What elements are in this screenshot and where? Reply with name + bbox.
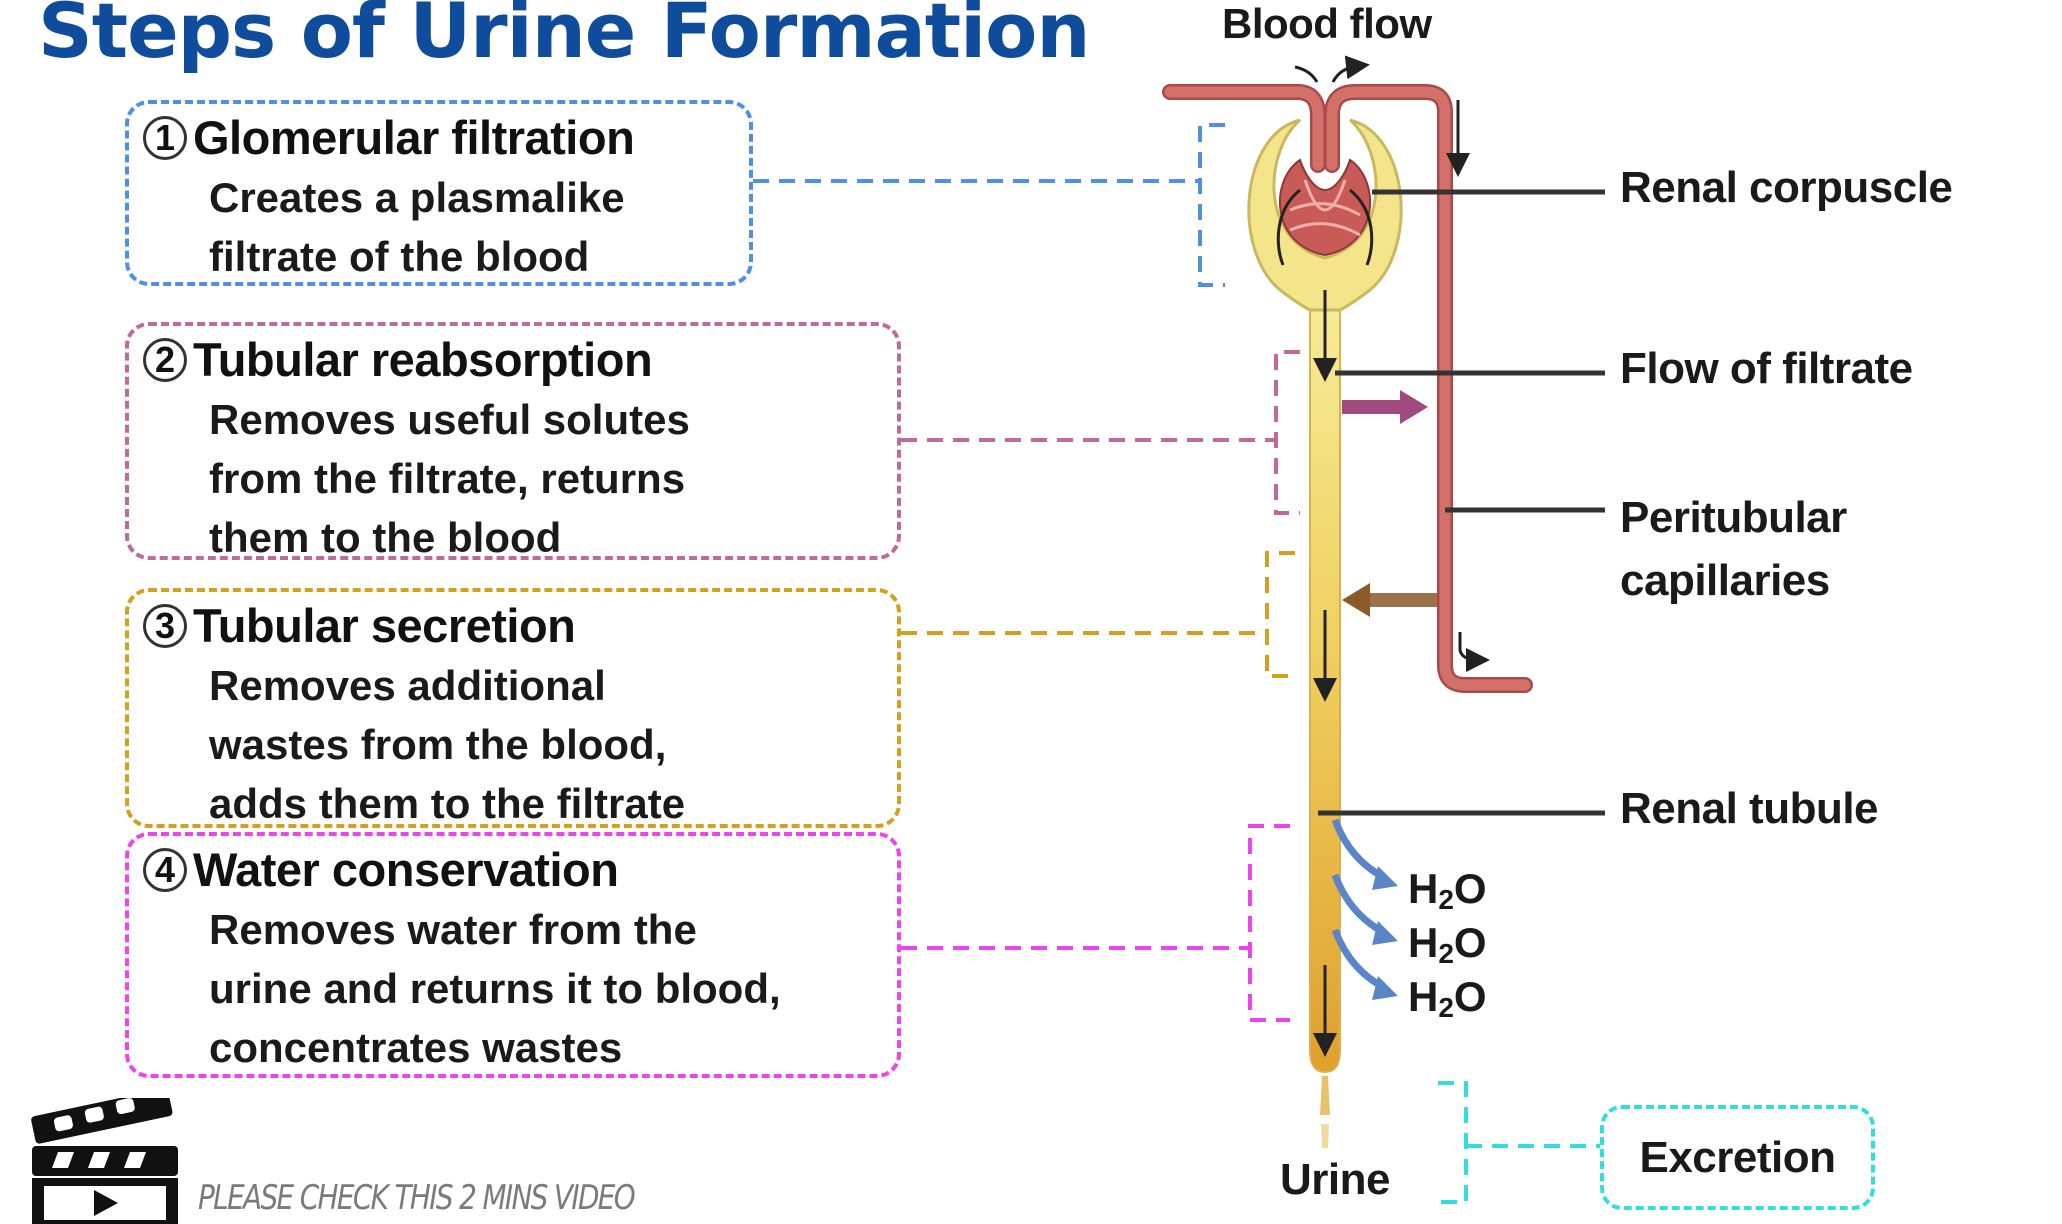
water-subscript: 2: [1438, 938, 1454, 969]
peritubular-capillaries-label-line1: Peritubular: [1620, 493, 1847, 542]
step-title: Tubular reabsorption: [193, 333, 653, 386]
excretion-box: Excretion: [1600, 1105, 1875, 1210]
step-description: Removes water from the urine and returns…: [209, 906, 781, 1071]
page-title: Steps of Urine Formation: [38, 0, 1091, 75]
connector-step-1: [753, 123, 1225, 287]
step-box-water-conservation: 4 Water conservation Removes water from …: [125, 832, 901, 1078]
water-o: O: [1453, 865, 1487, 912]
peritubular-capillaries-label-line2: capillaries: [1620, 556, 1830, 605]
water-arrowheads: [1372, 866, 1398, 1000]
step-number-badge: 3: [143, 603, 187, 648]
step-title: Glomerular filtration: [193, 111, 635, 164]
step-heading: 1 Glomerular filtration: [143, 110, 635, 165]
video-link[interactable]: PLEASE CHECK THIS 2 MINS VIDEO: [28, 1098, 728, 1224]
step-number-badge: 4: [143, 847, 187, 892]
water-label: H2O: [1408, 862, 1487, 927]
renal-tubule-label: Renal tubule: [1620, 784, 1879, 833]
video-link-text[interactable]: PLEASE CHECK THIS 2 MINS VIDEO: [198, 1178, 636, 1218]
connector-step-2: [901, 350, 1300, 515]
step-box-glomerular-filtration: 1 Glomerular filtration Creates a plasma…: [125, 100, 753, 286]
renal-corpuscle-label: Renal corpuscle: [1620, 163, 1953, 212]
water-subscript: 2: [1438, 884, 1454, 915]
renal-corpuscle: [1247, 118, 1403, 312]
step-heading: 2 Tubular reabsorption: [143, 332, 653, 387]
step-heading: 4 Water conservation: [143, 842, 619, 897]
water-subscript: 2: [1438, 992, 1454, 1023]
step-title: Water conservation: [193, 843, 619, 896]
connector-step-4: [901, 824, 1290, 1022]
step-box-tubular-secretion: 3 Tubular secretion Removes additional w…: [125, 588, 901, 828]
secretion-arrow: [1342, 583, 1437, 617]
flow-of-filtrate-label: Flow of filtrate: [1620, 344, 1913, 393]
blood-flow-label: Blood flow: [1222, 0, 1432, 47]
step-box-tubular-reabsorption: 2 Tubular reabsorption Removes useful so…: [125, 322, 901, 561]
step-heading: 3 Tubular secretion: [143, 598, 576, 653]
step-title: Tubular secretion: [193, 599, 576, 652]
connector-step-3: [901, 551, 1295, 678]
water-label: H2O: [1408, 970, 1487, 1035]
step-number-badge: 1: [143, 115, 187, 160]
reabsorption-arrow: [1342, 390, 1428, 424]
water-o: O: [1453, 973, 1487, 1020]
step-number-badge: 2: [143, 337, 187, 382]
water-arrows: [1331, 818, 1387, 992]
connector-excretion: [1438, 1081, 1600, 1204]
blood-flow-arrows: [1294, 55, 1490, 672]
peritubular-capillary: [1162, 84, 1533, 693]
water-label: H2O: [1408, 916, 1487, 981]
step-description: Removes additional wastes from the blood…: [209, 662, 686, 827]
step-description: Removes useful solutes from the filtrate…: [209, 396, 690, 561]
clapperboard-icon: [31, 1098, 178, 1224]
water-o: O: [1453, 919, 1487, 966]
urine-label: Urine: [1280, 1155, 1390, 1204]
water-h: H: [1408, 919, 1439, 966]
leader-lines: [1318, 189, 1605, 816]
step-description: Creates a plasmalike filtrate of the blo…: [209, 174, 625, 280]
water-h: H: [1408, 865, 1439, 912]
water-h: H: [1408, 973, 1439, 1020]
excretion-label: Excretion: [1639, 1132, 1836, 1182]
